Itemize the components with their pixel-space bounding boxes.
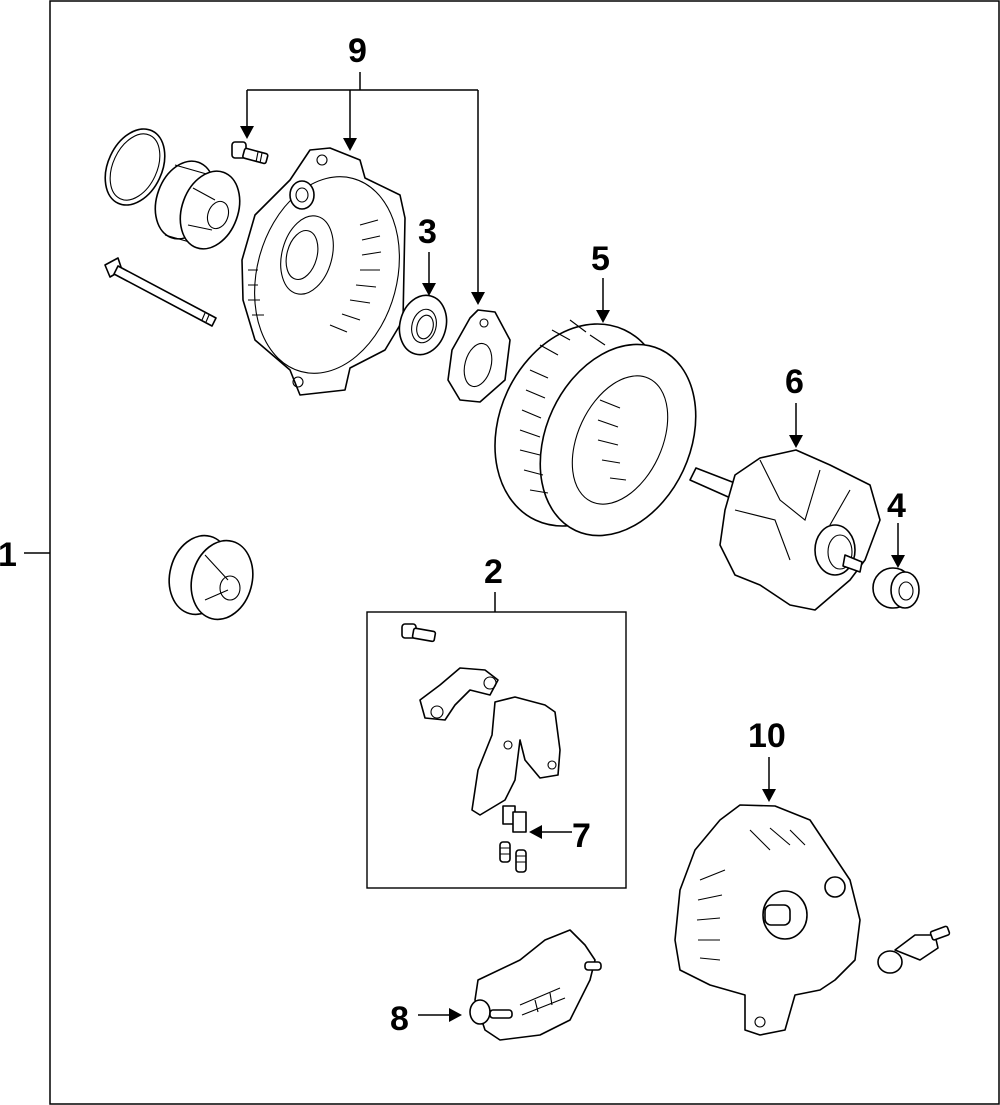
pulley-assembly-part[interactable] [161, 529, 262, 627]
alternator-part[interactable] [674, 804, 861, 1036]
arrow-icon [240, 126, 254, 139]
through-bolt-part[interactable] [104, 257, 217, 327]
snap-ring-part[interactable] [94, 119, 177, 214]
bolt-part[interactable] [231, 141, 269, 165]
stator-part[interactable] [463, 296, 725, 561]
drive-end-housing-part[interactable] [234, 147, 421, 396]
callout-5[interactable]: 5 [591, 240, 610, 323]
brush-holder-kit-box [366, 611, 627, 889]
callout-4[interactable]: 4 [887, 487, 906, 568]
callout-7-label: 7 [572, 817, 591, 855]
callout-1[interactable]: 1 [0, 536, 50, 574]
rotor-part[interactable] [689, 449, 881, 611]
callout-6-label: 6 [785, 363, 804, 401]
rear-bearing-part[interactable] [872, 567, 920, 609]
callout-6[interactable]: 6 [785, 363, 804, 448]
terminal-bolt-part[interactable] [877, 925, 951, 974]
arrow-icon [789, 435, 803, 448]
arrow-icon [422, 283, 436, 296]
callout-8[interactable]: 8 [390, 1000, 462, 1038]
arrow-icon [596, 310, 610, 323]
callout-9-label: 9 [348, 32, 367, 70]
callout-3[interactable]: 3 [418, 213, 437, 296]
callout-4-label: 4 [887, 487, 906, 525]
arrow-icon [762, 789, 776, 802]
arrow-icon [471, 292, 485, 305]
callout-10[interactable]: 10 [748, 717, 786, 802]
arrow-icon [891, 555, 905, 568]
callout-8-label: 8 [390, 1000, 409, 1038]
brush-holder-kit-parts[interactable] [401, 623, 561, 873]
voltage-regulator-part[interactable] [469, 929, 602, 1041]
callout-2[interactable]: 2 [366, 553, 627, 889]
callout-9[interactable]: 9 [240, 32, 485, 305]
callout-7[interactable]: 7 [529, 817, 591, 855]
callout-3-label: 3 [418, 213, 437, 251]
callout-1-label: 1 [0, 536, 17, 574]
retainer-plate-part[interactable] [447, 309, 511, 403]
arrow-icon [343, 138, 357, 151]
front-bearing-part[interactable] [393, 290, 453, 360]
pulley-part[interactable] [145, 153, 250, 257]
callout-10-label: 10 [748, 717, 786, 755]
arrow-icon [449, 1008, 462, 1022]
callout-2-label: 2 [484, 553, 503, 591]
callout-5-label: 5 [591, 240, 610, 278]
arrow-icon [529, 825, 542, 839]
